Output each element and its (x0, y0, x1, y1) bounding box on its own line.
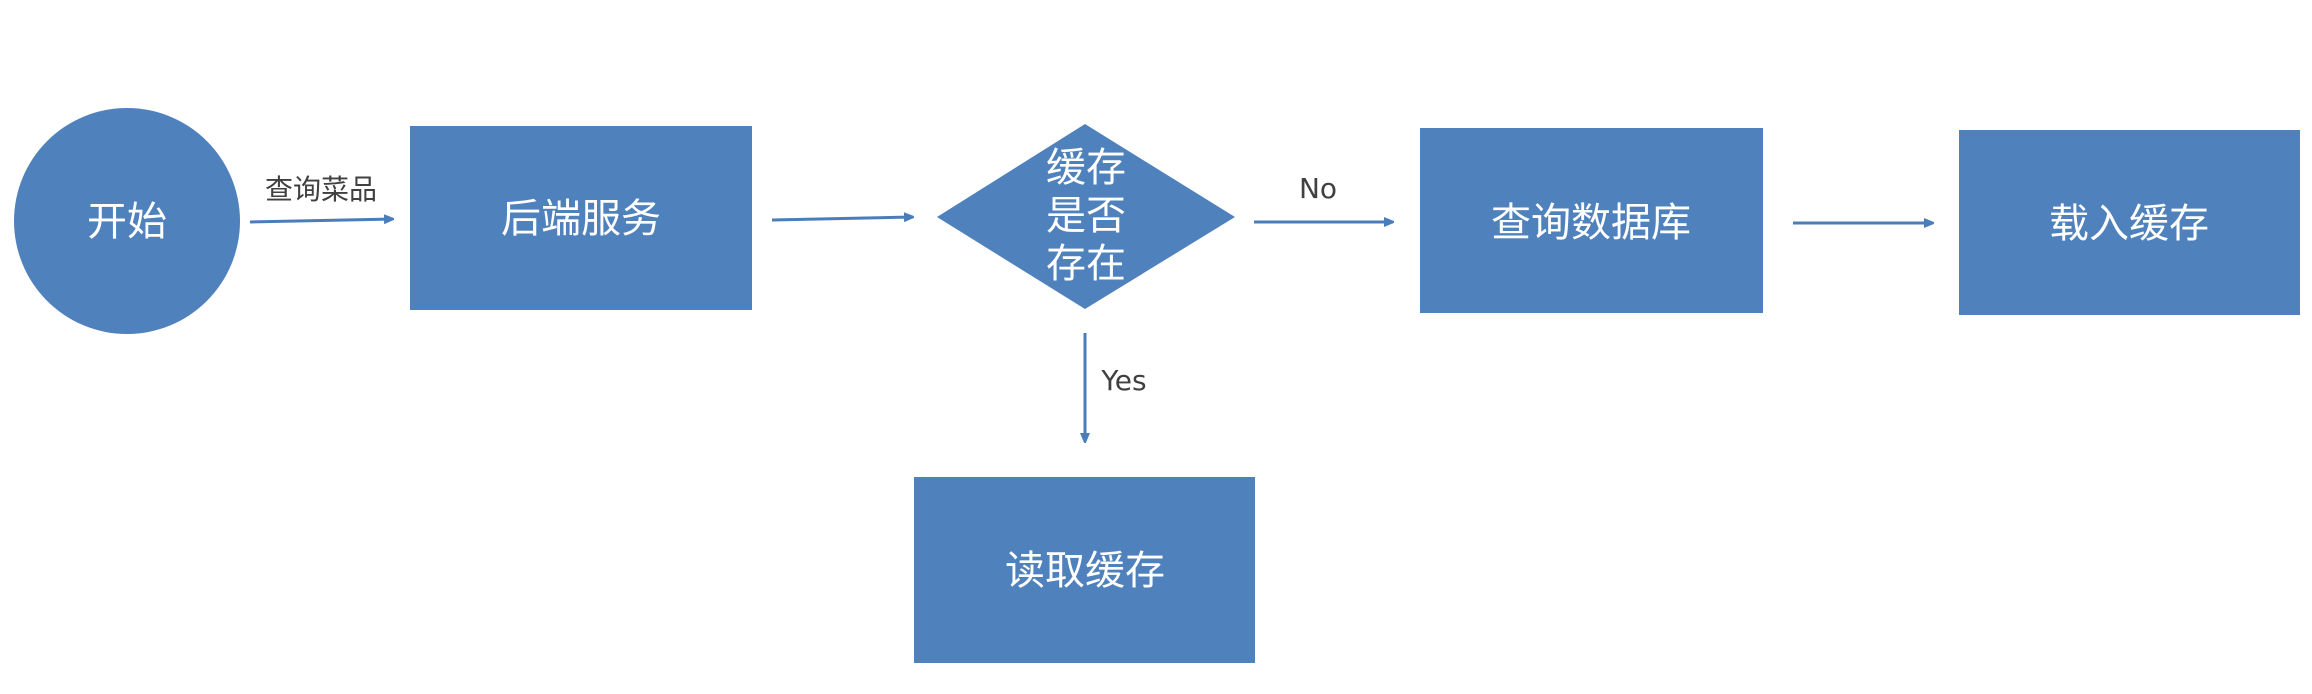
edge-no-label: No (1299, 172, 1337, 205)
edge-start-to-backend-label: 查询菜品 (265, 173, 377, 206)
read-cache-node-label: 读取缓存 (1005, 548, 1165, 594)
edge-yes-label: Yes (1100, 364, 1146, 397)
decision-label-line-1: 缓存 (1046, 145, 1126, 191)
query-database-node-label: 查询数据库 (1491, 200, 1691, 246)
edge-backend-to-decision (771, 217, 913, 220)
backend-service-node-label: 后端服务 (501, 196, 661, 242)
edge-start-to-backend (249, 219, 393, 222)
decision-label-line-2: 是否 (1046, 193, 1126, 239)
read-cache-node (914, 477, 1255, 663)
start-node (14, 108, 240, 334)
load-cache-node-label: 载入缓存 (2049, 201, 2209, 247)
decision-label-line-3: 存在 (1046, 241, 1126, 287)
query-database-node (1420, 128, 1763, 313)
cache-exists-decision-node (937, 124, 1235, 309)
start-node-label: 开始 (87, 199, 167, 245)
backend-service-node (410, 126, 752, 310)
load-cache-node (1959, 130, 2300, 315)
